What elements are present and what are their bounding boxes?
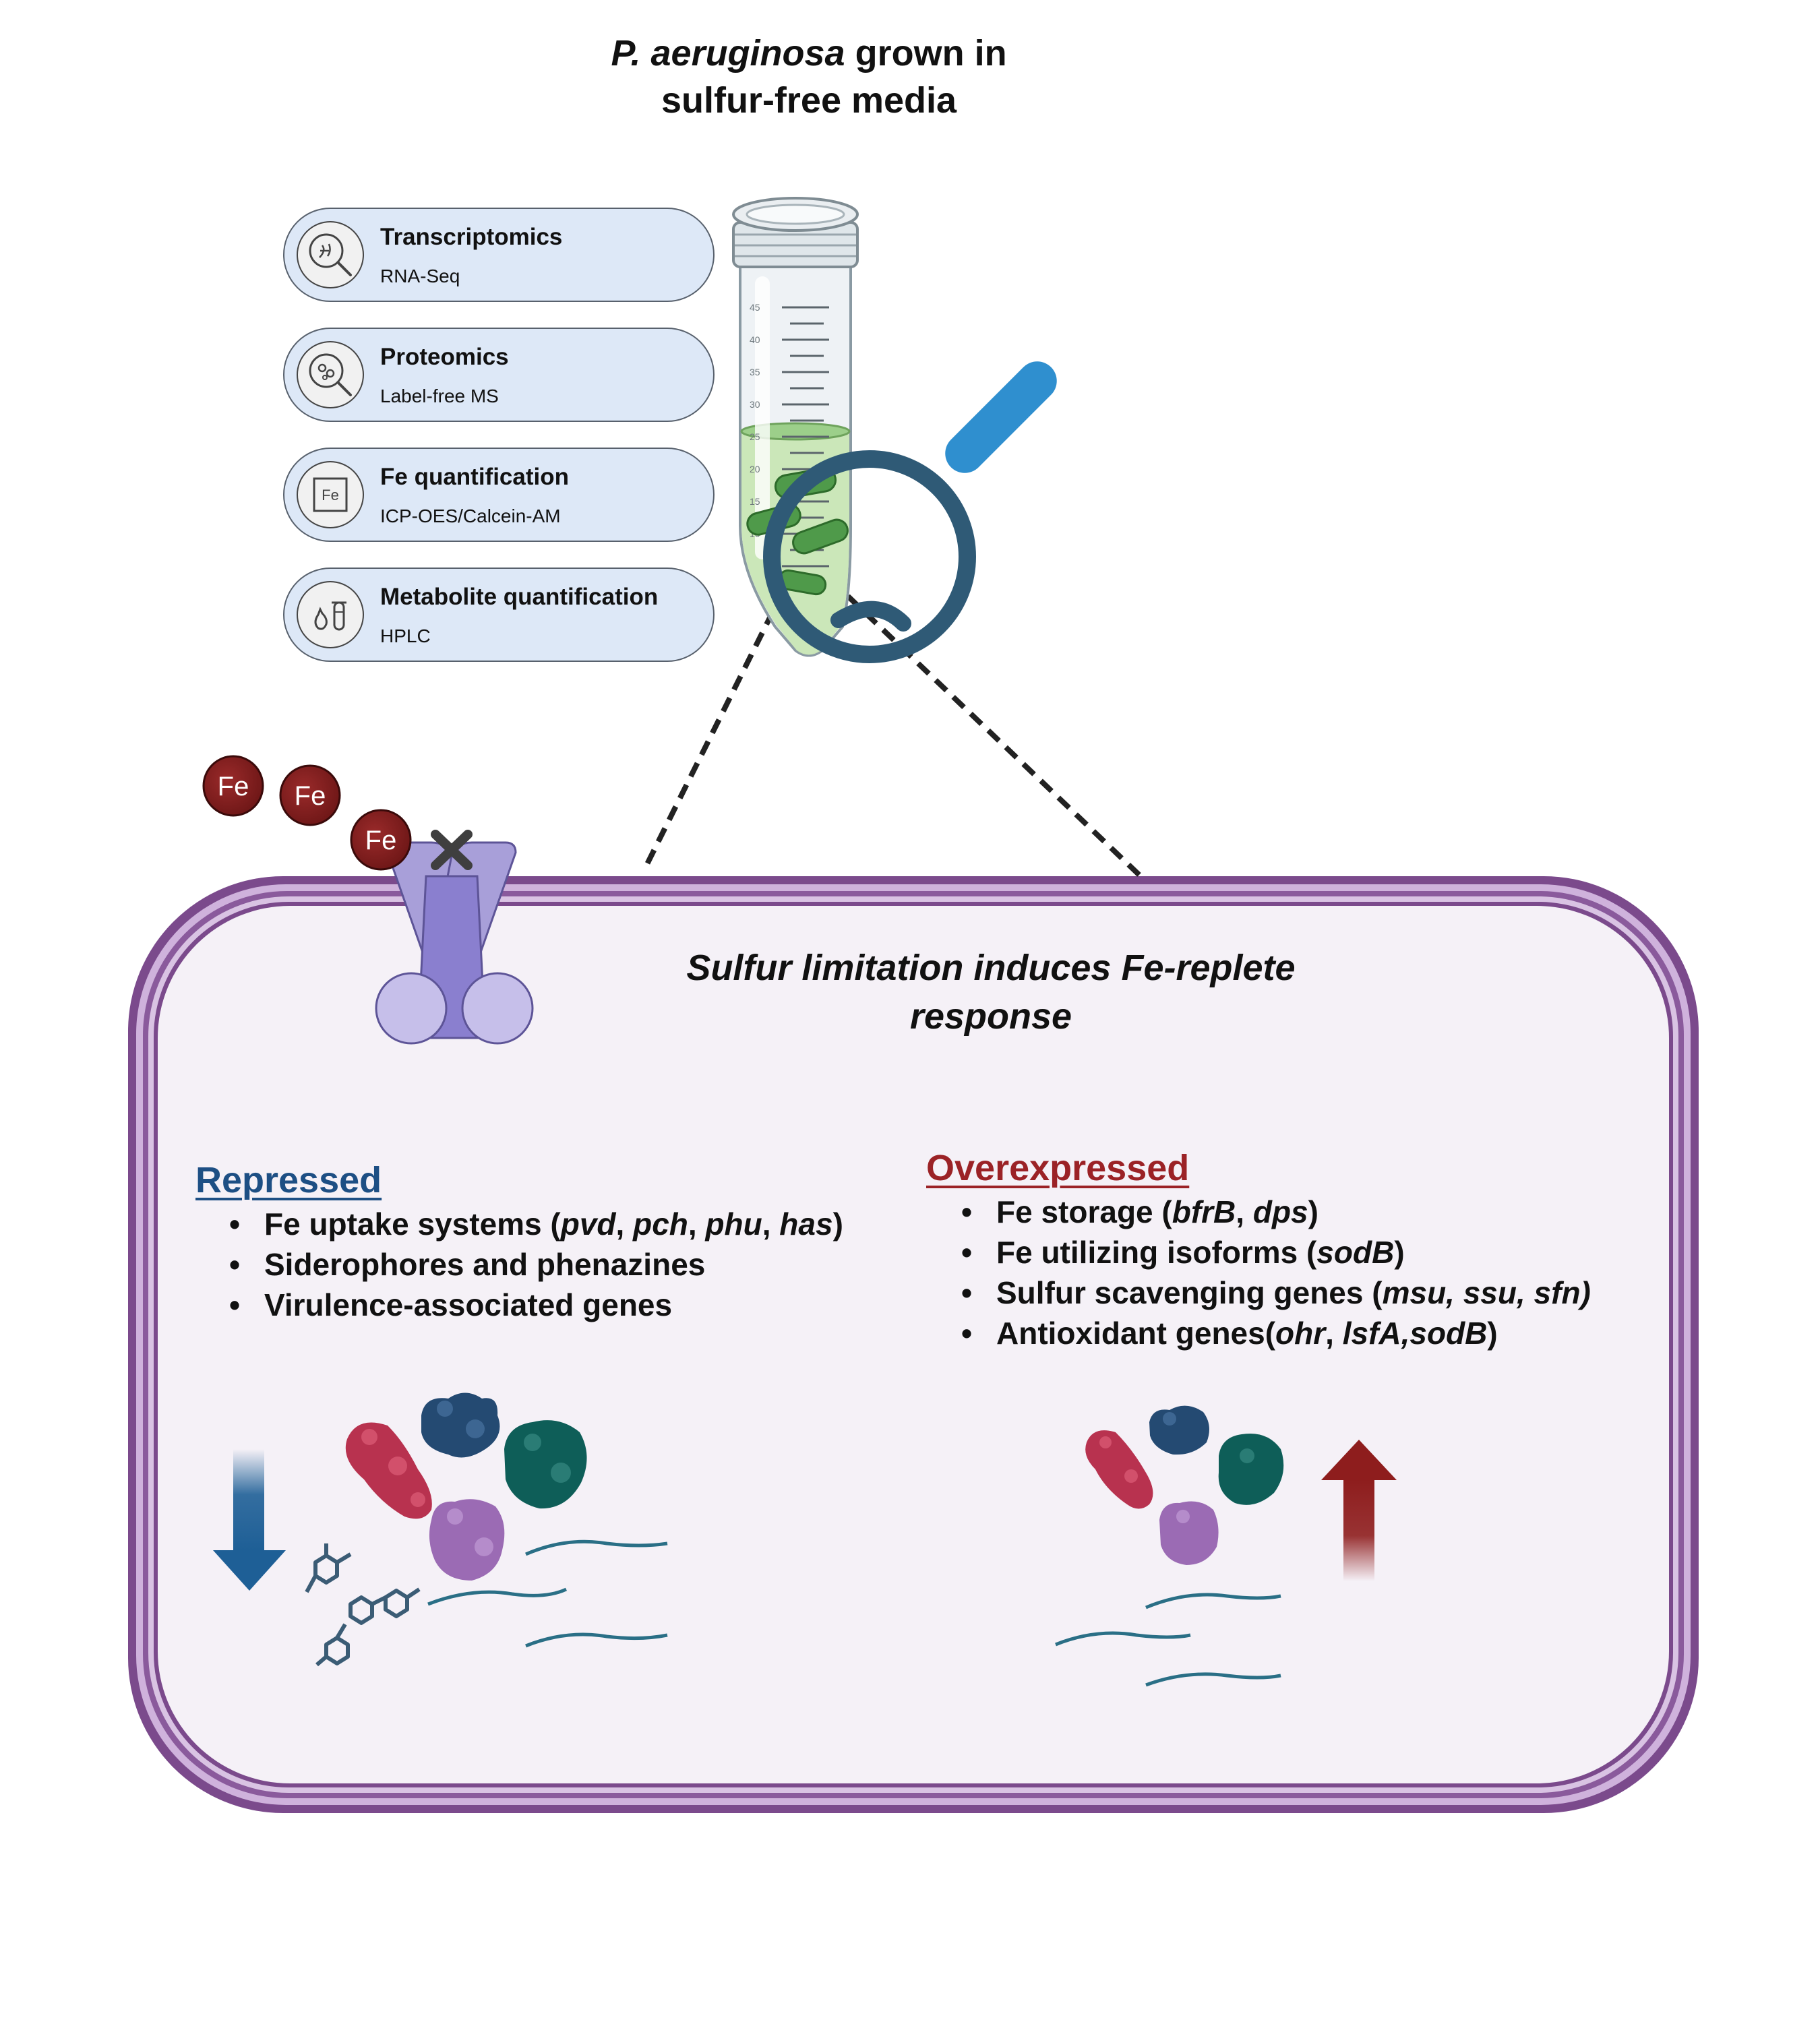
- svg-text:Fe: Fe: [322, 487, 339, 503]
- magnifier-icon: [763, 361, 1057, 663]
- list-item: Fe uptake systems (pvd, pch, phu, has): [229, 1204, 843, 1244]
- dna-magnifier-icon: [297, 221, 364, 288]
- method-subtitle: Label-free MS: [380, 386, 499, 406]
- tube-grad-25: 25: [750, 431, 760, 442]
- protein-teal-icon: [504, 1420, 587, 1509]
- protein-navy-icon: [1149, 1405, 1209, 1455]
- down-arrow-icon: [213, 1449, 286, 1591]
- list-item: Antioxidant genes(ohr, lsfA,sodB): [961, 1313, 1591, 1353]
- fe-transporter-icon: [375, 830, 534, 1045]
- fe-element-icon: Fe: [297, 461, 364, 528]
- method-fe-quantification: Fe Fe quantification ICP-OES/Calcein-AM: [283, 448, 715, 542]
- method-subtitle: HPLC: [380, 625, 431, 646]
- protein-red-icon: [1085, 1430, 1153, 1509]
- fe-ion-3: Fe: [350, 809, 412, 871]
- method-title: Proteomics: [380, 344, 509, 370]
- repressed-list: Fe uptake systems (pvd, pch, phu, has) S…: [225, 1204, 843, 1325]
- protein-purple-icon: [1159, 1501, 1219, 1565]
- title-line2: sulfur-free media: [661, 80, 957, 121]
- method-title: Fe quantification: [380, 464, 569, 490]
- blocked-x-icon: [431, 830, 473, 870]
- list-item: Fe utilizing isoforms (sodB): [961, 1232, 1591, 1273]
- cell-title-line1: Sulfur limitation induces Fe-replete: [686, 948, 1296, 988]
- metabolite-tube-icon: [297, 581, 364, 648]
- method-transcriptomics: Transcriptomics RNA-Seq: [283, 208, 715, 302]
- tube-grad-15: 15: [750, 496, 760, 507]
- protein-teal-icon: [1218, 1433, 1284, 1505]
- rna-strand-icon: [427, 1539, 668, 1648]
- tube-grad-45: 45: [750, 302, 760, 313]
- list-item: Virulence-associated genes: [229, 1285, 843, 1325]
- protein-purple-icon: [429, 1499, 505, 1581]
- title-line1-rest: grown in: [845, 33, 1007, 73]
- tube-grad-40: 40: [750, 334, 760, 345]
- cell-title: Sulfur limitation induces Fe-replete res…: [566, 944, 1416, 1041]
- overexpressed-heading: Overexpressed: [926, 1148, 1190, 1188]
- fe-ion-label: Fe: [295, 781, 326, 811]
- small-molecule-icon: [305, 1543, 421, 1667]
- method-title: Transcriptomics: [380, 224, 563, 250]
- tube-grad-30: 30: [750, 399, 760, 410]
- tube-grad-20: 20: [750, 464, 760, 474]
- repressed-heading: Repressed: [195, 1160, 382, 1200]
- list-item: Sulfur scavenging genes (msu, ssu, sfn): [961, 1273, 1591, 1313]
- cell-title-line2: response: [909, 996, 1072, 1037]
- rna-strand-icon: [1055, 1593, 1281, 1687]
- falcon-tube-icon: 45 40 35 30 25 20 15 10: [732, 197, 859, 657]
- fe-ion-label: Fe: [365, 826, 397, 855]
- list-item: Siderophores and phenazines: [229, 1244, 843, 1285]
- fe-ion-1: Fe: [202, 755, 264, 817]
- method-title: Metabolite quantification: [380, 584, 659, 610]
- overexpressed-list: Fe storage (bfrB, dps) Fe utilizing isof…: [957, 1192, 1591, 1353]
- species-name: P. aeruginosa: [611, 33, 845, 73]
- bacterial-cell: [128, 876, 1699, 1813]
- method-metabolite-quantification: Metabolite quantification HPLC: [283, 568, 715, 662]
- zoom-lines: [644, 544, 1141, 877]
- figure-title: P. aeruginosa grown in sulfur-free media: [472, 30, 1146, 124]
- fe-ion-label: Fe: [218, 772, 249, 801]
- list-item: Fe storage (bfrB, dps): [961, 1192, 1591, 1232]
- tube-grad-35: 35: [750, 367, 760, 377]
- protein-magnifier-icon: [297, 341, 364, 408]
- protein-red-icon: [345, 1422, 432, 1519]
- protein-navy-icon: [421, 1392, 500, 1458]
- fe-ion-2: Fe: [279, 764, 341, 826]
- method-subtitle: ICP-OES/Calcein-AM: [380, 506, 561, 526]
- up-arrow-icon: [1321, 1440, 1397, 1581]
- method-subtitle: RNA-Seq: [380, 266, 460, 286]
- method-proteomics: Proteomics Label-free MS: [283, 328, 715, 422]
